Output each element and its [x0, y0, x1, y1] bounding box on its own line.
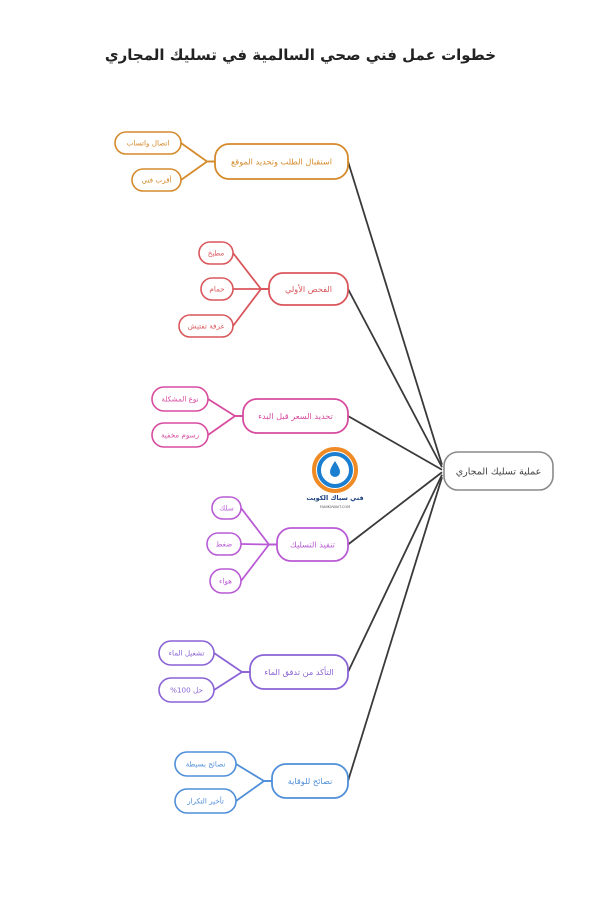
child-node-box	[114, 131, 182, 155]
child-node: حل 100%	[158, 677, 215, 703]
child-node: تأخير التكرار	[174, 788, 237, 814]
child-node: غرفة تفتيش	[178, 314, 234, 338]
child-node: حمام	[200, 277, 234, 301]
water-drop-icon	[330, 461, 340, 477]
edge-branch-child	[232, 252, 269, 290]
branch-node: تحديد السعر قبل البدء	[242, 398, 349, 434]
child-node-label: غرفة تفتيش	[188, 322, 225, 331]
branch-node-box	[268, 272, 349, 306]
child-node-label: ضغط	[216, 540, 232, 549]
child-node-label: تأخير التكرار	[186, 796, 224, 806]
child-node-label: حل 100%	[170, 686, 203, 695]
edge-branch-child	[235, 763, 272, 782]
child-node-label: حمام	[209, 285, 224, 294]
child-node-box	[131, 168, 182, 192]
child-node-box	[198, 241, 234, 265]
branch-node-label: تحديد السعر قبل البدء	[258, 411, 333, 421]
child-node-box	[200, 277, 234, 301]
branch-node: الفحص الأولي	[268, 272, 349, 306]
branch-node-label: التأكد من تدفق الماء	[264, 666, 334, 677]
branch-node-box	[242, 398, 349, 434]
logo-ring	[312, 447, 358, 493]
child-node: ضغط	[206, 532, 242, 556]
edge-branch-child	[232, 288, 269, 327]
child-node-label: نوع المشكلة	[161, 395, 198, 404]
edge-root-branch	[347, 288, 443, 468]
branch-node-box	[214, 143, 349, 180]
branch-node: تنفيذ التسليك	[276, 527, 349, 562]
child-node: نصائح بسيطة	[174, 751, 237, 777]
child-node-label: هواء	[219, 577, 232, 586]
edge-branch-child	[180, 142, 215, 163]
edge-branch-child	[180, 160, 215, 181]
edge-root-branch	[347, 415, 443, 471]
child-node: أقرب فني	[131, 168, 182, 192]
edge-branch-child	[213, 652, 250, 673]
child-node: اتصال واتساب	[114, 131, 182, 155]
branch-node: استقبال الطلب وتحديد الموقع	[214, 143, 349, 180]
edge-branch-child	[213, 671, 250, 691]
child-node-label: تشغيل الماء	[169, 649, 205, 658]
child-node: سلك	[211, 496, 242, 520]
branch-node-box	[276, 527, 349, 562]
mind-map-nodes: عملية تسليك المجاري اتصال واتساب أقرب فني ا…	[114, 131, 554, 814]
child-node-box	[158, 640, 215, 666]
edge-root-branch	[347, 161, 443, 466]
child-node-label: نصائح بسيطة	[186, 760, 226, 769]
child-node-box	[174, 788, 237, 814]
child-node-box	[158, 677, 215, 703]
child-node-box	[209, 568, 242, 594]
logo-text: فني سباك الكويت	[306, 494, 363, 502]
child-node-box	[151, 422, 209, 448]
child-node-box	[174, 751, 237, 777]
child-node-label: مطبخ	[208, 249, 225, 258]
child-node-box	[151, 386, 209, 412]
edge-branch-child	[207, 398, 243, 417]
child-node-label: اتصال واتساب	[127, 139, 170, 148]
root-node-label: عملية تسليك المجاري	[456, 466, 542, 477]
branch-node-label: نصائح للوقاية	[288, 776, 333, 786]
logo-url: FANIKUWAIT.COM	[320, 505, 350, 509]
branch-node-label: تنفيذ التسليك	[290, 539, 335, 549]
child-node-box	[211, 496, 242, 520]
child-node: تشغيل الماء	[158, 640, 215, 666]
child-node-label: سلك	[219, 504, 233, 513]
root-node: عملية تسليك المجاري	[443, 451, 554, 491]
branch-node: التأكد من تدفق الماء	[249, 654, 349, 690]
brand-logo: فني سباك الكويت FANIKUWAIT.COM	[305, 446, 369, 516]
branch-node-label: الفحص الأولي	[285, 284, 332, 294]
page-title: خطوات عمل فني صحي السالمية في تسليك المج…	[104, 46, 497, 64]
child-node: رسوم مخفية	[151, 422, 209, 448]
child-node-box	[178, 314, 234, 338]
edge-branch-child	[240, 507, 277, 546]
edge-branch-child	[207, 415, 243, 436]
edge-root-branch	[347, 471, 443, 546]
branch-node-label: استقبال الطلب وتحديد الموقع	[231, 156, 332, 166]
child-node-label: رسوم مخفية	[161, 431, 200, 440]
child-node: نوع المشكلة	[151, 386, 209, 412]
child-node: هواء	[209, 568, 242, 594]
child-node-box	[206, 532, 242, 556]
child-node-label: أقرب فني	[141, 175, 171, 185]
mind-map-edges	[180, 142, 443, 802]
branch-node-box	[271, 763, 349, 799]
edge-branch-child	[240, 543, 277, 582]
edge-branch-child	[235, 780, 272, 802]
edge-root-branch	[347, 476, 443, 782]
root-node-box	[443, 451, 554, 491]
branch-node: نصائح للوقاية	[271, 763, 349, 799]
branch-node-box	[249, 654, 349, 690]
edge-root-branch	[347, 474, 443, 673]
logo-ring-inner	[317, 452, 353, 488]
child-node: مطبخ	[198, 241, 234, 265]
